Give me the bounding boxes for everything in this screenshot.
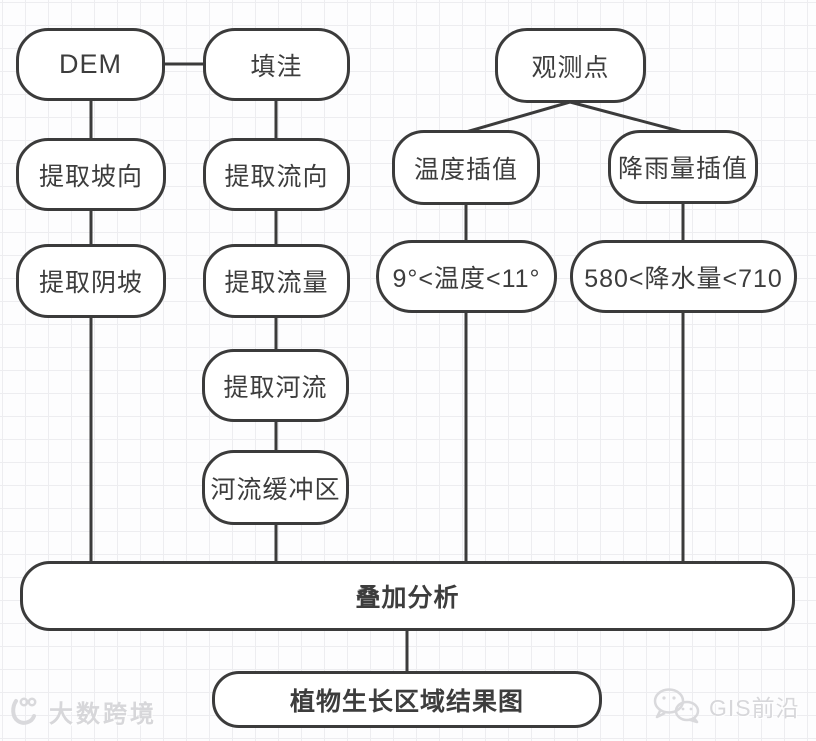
edge-observation-temperature xyxy=(464,100,572,134)
node-result-map: 植物生长区域结果图 xyxy=(212,671,602,728)
node-overlay-analysis: 叠加分析 xyxy=(20,561,795,631)
edge-observation-rainfall xyxy=(568,100,685,134)
node-extract-shady-slope: 提取阴坡 xyxy=(16,244,166,318)
watermark-bottom-left: 大数跨境 xyxy=(8,694,157,729)
node-extract-river: 提取河流 xyxy=(202,349,349,422)
node-temperature-condition: 9°<温度<11° xyxy=(376,240,557,313)
node-fill-sink: 填洼 xyxy=(203,28,350,101)
smiley-100-logo-icon xyxy=(8,695,42,729)
node-dem: DEM xyxy=(16,28,165,101)
node-temperature-interpolation: 温度插值 xyxy=(392,130,540,205)
node-precipitation-condition: 580<降水量<710 xyxy=(570,240,797,313)
node-extract-flow-accumulation: 提取流量 xyxy=(203,244,350,318)
watermark-bottom-right: GIS前沿 xyxy=(652,688,800,724)
node-extract-aspect: 提取坡向 xyxy=(16,138,166,211)
node-river-buffer: 河流缓冲区 xyxy=(202,450,349,525)
wechat-logo-icon xyxy=(652,688,702,724)
node-observation-points: 观测点 xyxy=(495,28,646,103)
watermark-bottom-left-label: 大数跨境 xyxy=(49,701,157,728)
node-extract-flow-direction: 提取流向 xyxy=(203,138,350,211)
watermark-bottom-right-label: GIS前沿 xyxy=(709,695,800,721)
node-rainfall-interpolation: 降雨量插值 xyxy=(608,130,758,204)
